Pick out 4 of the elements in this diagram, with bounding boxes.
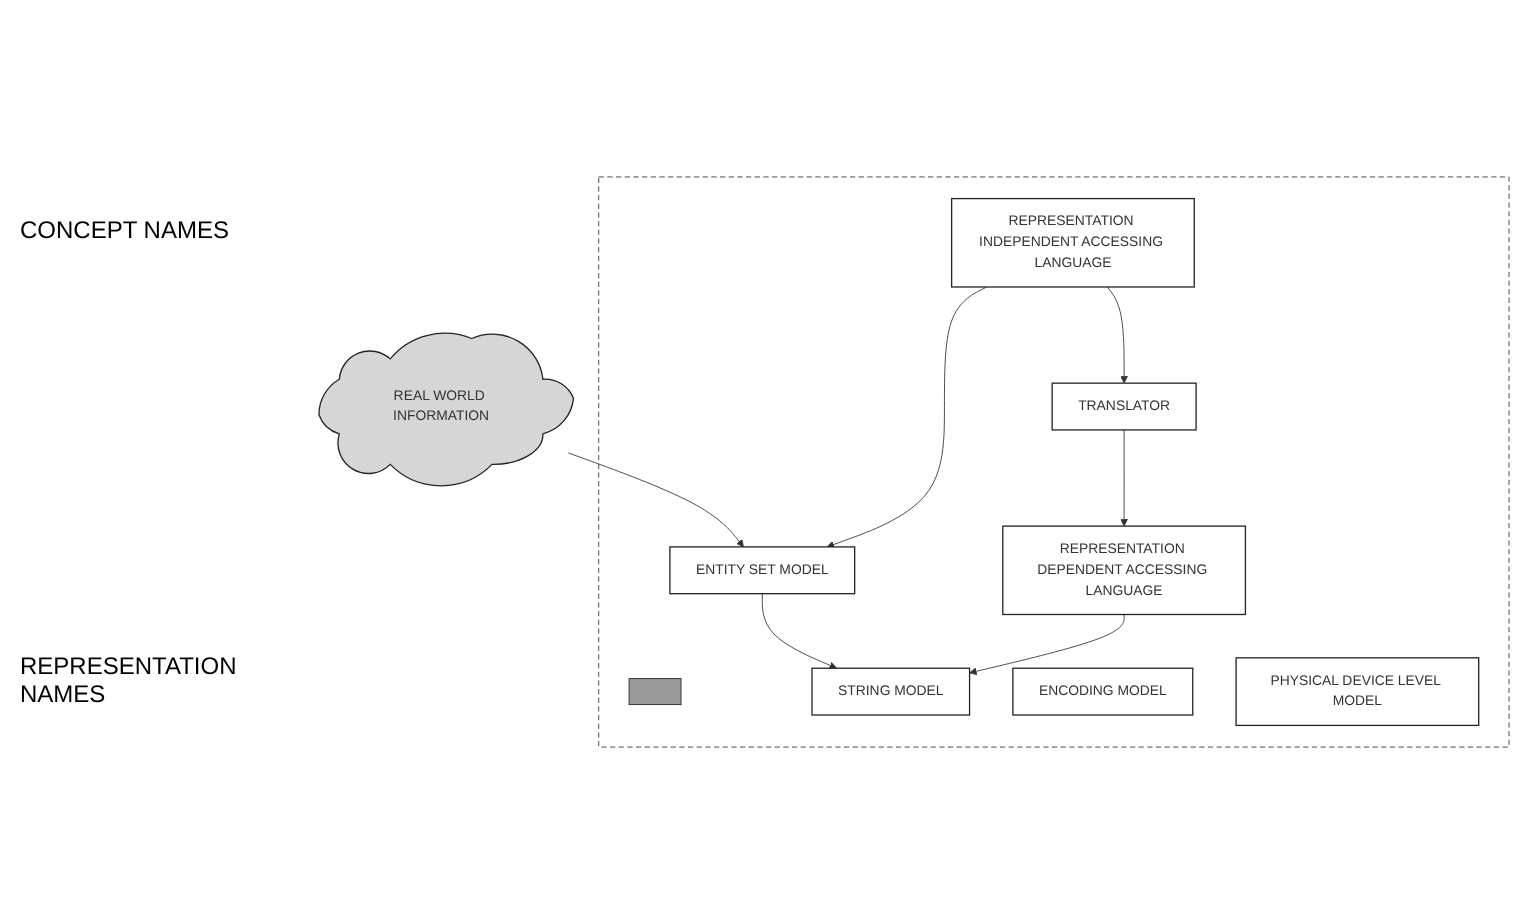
node-bar (628, 678, 682, 706)
cluster (598, 176, 1510, 748)
side-label: CONCEPT NAMES (18, 214, 231, 248)
side-label: REPRESENTATION NAMES (18, 650, 239, 712)
